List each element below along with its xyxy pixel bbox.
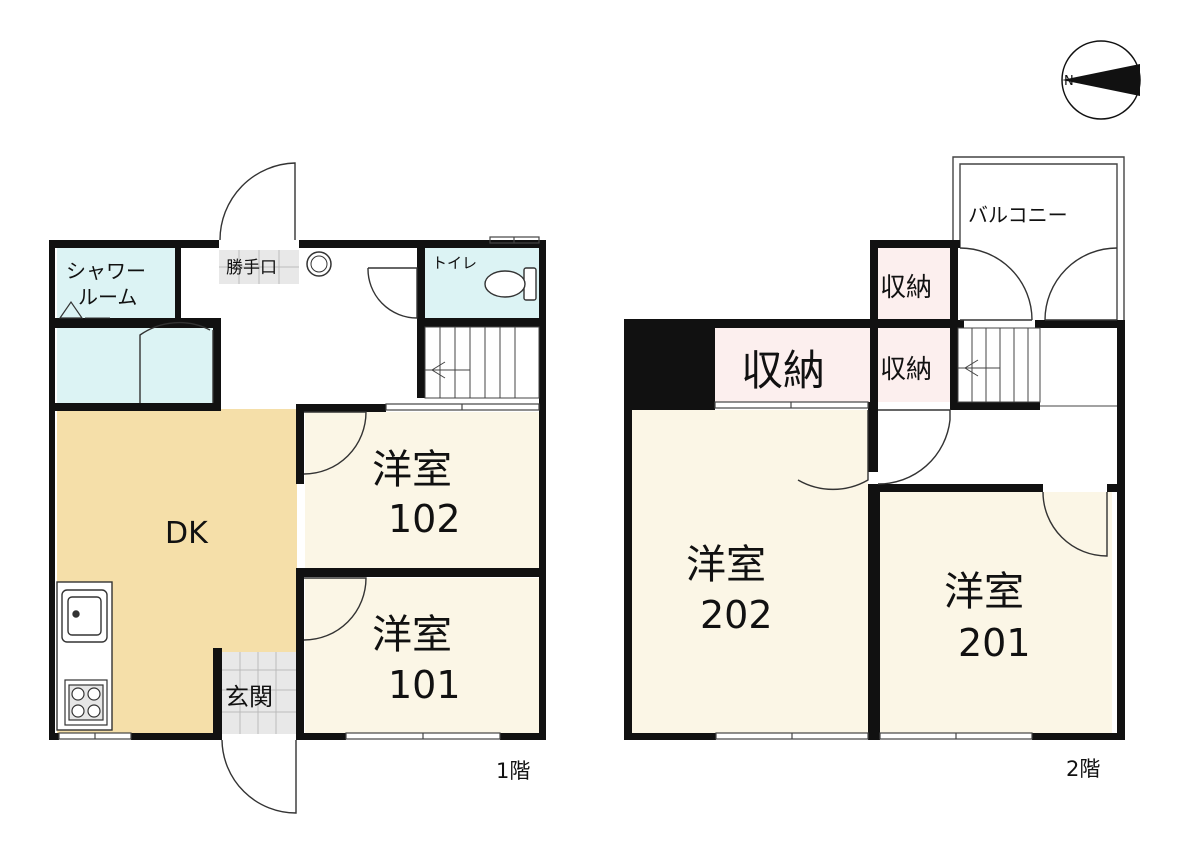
toilet-label: トイレ [432,254,477,272]
compass-icon: N [1061,40,1141,120]
stairs-icon [424,326,540,399]
stairs-icon [957,327,1041,403]
door-swing-icon [139,162,418,814]
stove-icon [64,679,108,726]
entrance-area [222,652,296,734]
floor-1: シャワー ルーム 勝手口 トイレ DK 洋室 102 洋室 101 玄関 1階 [49,162,546,814]
floor-1-label: 1階 [496,759,530,783]
shower-room-area [57,248,175,318]
sink-icon [61,589,108,643]
storage-big-label: 収納 [741,346,825,395]
room-202-number: 202 [700,593,773,637]
balcony-label: バルコニー [968,203,1068,227]
room-101-area [305,578,539,733]
storage-top-area [878,248,950,319]
shower-room-label: シャワー [66,259,146,283]
dk-label: DK [165,516,209,551]
washroom-area [57,328,215,403]
room-201-area [880,492,1112,733]
storage-small-area [878,328,950,402]
room-201-number: 201 [958,621,1031,665]
floor-2: バルコニー 収納 収納 収納 洋室 202 洋室 201 2階 [624,156,1125,781]
entrance-label: 玄関 [225,683,273,711]
room-201-name: 洋室 [944,569,1024,615]
shower-room-label-2: ルーム [78,285,137,309]
floor-2-label: 2階 [1066,757,1100,781]
room-101-name: 洋室 [372,612,452,658]
storage-big-area [715,328,870,402]
storage-top-label: 収納 [880,273,932,303]
compass-north-label: N [1064,74,1074,89]
room-102-area [305,412,539,568]
katteguchi-label: 勝手口 [226,258,277,278]
storage-small-label: 収納 [880,355,932,385]
room-102-number: 102 [388,497,461,541]
room-101-number: 101 [388,663,461,707]
door-swing-icon [797,247,1118,557]
toilet-icon [484,267,537,301]
balcony [952,156,1125,324]
room-202-name: 洋室 [686,542,766,588]
room-202-area [632,410,868,733]
room-102-name: 洋室 [372,447,452,493]
